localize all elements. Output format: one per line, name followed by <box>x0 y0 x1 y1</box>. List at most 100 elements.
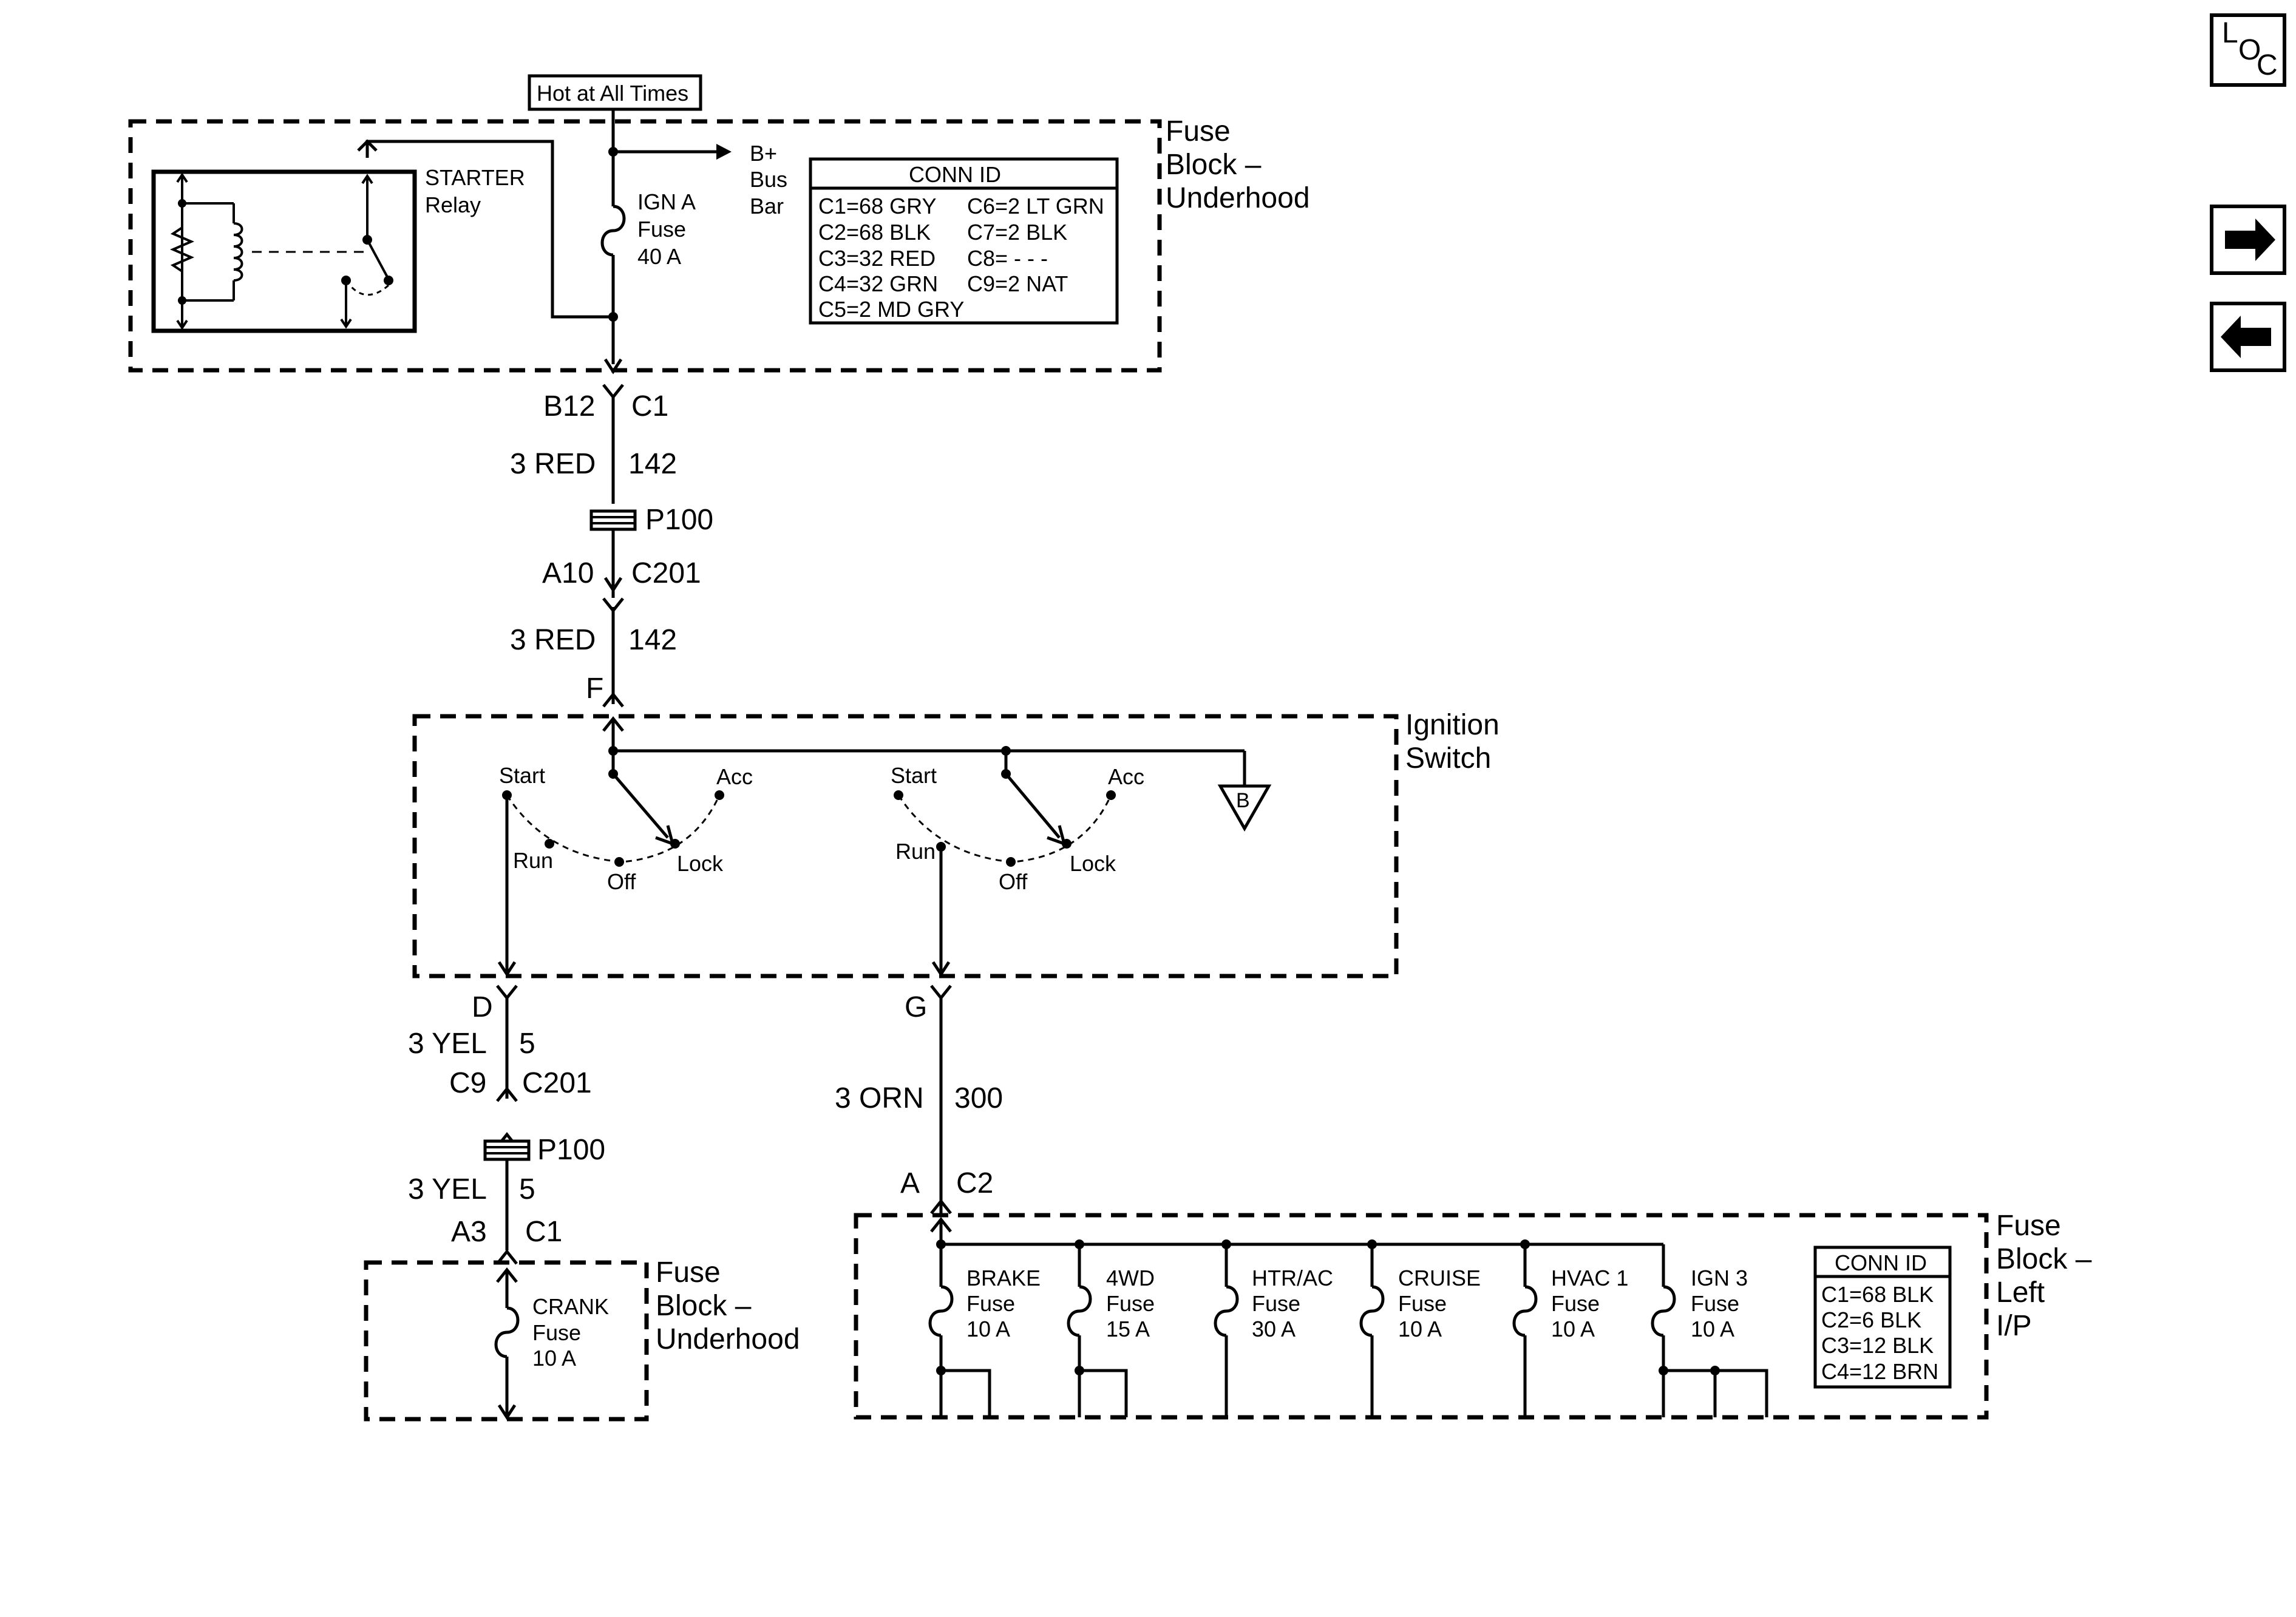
conn-id-right-2: C7=2 BLK <box>967 220 1067 245</box>
left-lock-label: Lock <box>677 851 724 876</box>
crank-block-title-line2: Block – <box>656 1290 752 1322</box>
brake-fuse: BRAKE Fuse 10 A <box>930 1239 1041 1417</box>
hot-at-all-times-label: Hot at All Times <box>528 74 702 111</box>
cruise-fuse-name: CRUISE <box>1398 1266 1481 1290</box>
p100-label-crank: P100 <box>537 1134 605 1166</box>
4wd-fuse: 4WD Fuse 15 A <box>1068 1239 1155 1417</box>
htr-ac-fuse: HTR/AC Fuse 30 A <box>1215 1239 1333 1417</box>
splice-p100-main <box>591 511 635 529</box>
hvac-1-fuse-rating: 10 A <box>1551 1317 1595 1341</box>
conn-id-left-5: C5=2 MD GRY <box>818 297 964 322</box>
crank-fuse-icon <box>496 1308 518 1357</box>
ign-3-fuse: IGN 3 Fuse 10 A <box>1652 1244 1768 1417</box>
conn-id-right-4: C9=2 NAT <box>967 271 1068 296</box>
next-page-button[interactable] <box>2210 205 2286 275</box>
right-start-label: Start <box>891 763 937 788</box>
ip-block-title-line1: Fuse <box>1996 1210 2061 1242</box>
htr-ac-fuse-rating: 30 A <box>1252 1317 1296 1341</box>
brake-fuse-name: BRAKE <box>966 1266 1041 1290</box>
conn-id-ip-2: C2=6 BLK <box>1821 1307 1921 1332</box>
svg-text:Hot at All Times: Hot at All Times <box>537 81 688 106</box>
left-arrow-icon <box>2221 316 2271 358</box>
pin-c9-label: C9 <box>449 1067 486 1099</box>
left-off-label: Off <box>607 869 636 894</box>
left-acc-label: Acc <box>716 764 753 789</box>
fuse-block-underhood-top: Fuse Block – Underhood <box>128 115 1310 373</box>
previous-page-button[interactable] <box>2210 302 2286 372</box>
ign-3-fuse-label: Fuse <box>1691 1291 1739 1316</box>
wire-5-label: 5 <box>519 1028 535 1060</box>
brake-fuse-label: Fuse <box>966 1291 1015 1316</box>
ignition-title-line2: Switch <box>1405 742 1491 775</box>
wire-3-red-label: 3 RED <box>510 448 596 480</box>
right-arrow-icon <box>2225 219 2275 261</box>
pin-a-label: A <box>900 1167 920 1199</box>
conn-id-left-1: C1=68 GRY <box>818 194 936 219</box>
bus-bar-label-line2: Bus <box>750 167 787 192</box>
4wd-fuse-icon <box>1068 1287 1090 1335</box>
conn-id-left-4: C4=32 GRN <box>818 271 938 296</box>
wire-142-label: 142 <box>628 448 677 480</box>
conn-id-right-3: C8= - - - <box>967 246 1048 271</box>
wire-5-label-2: 5 <box>519 1173 535 1205</box>
brake-fuse-rating: 10 A <box>966 1317 1010 1341</box>
ignition-switch: Ignition Switch B Start Acc Run Off Lock <box>412 709 1500 978</box>
loc-letter-c: C <box>2257 49 2278 81</box>
conn-c1-label: C1 <box>631 390 668 422</box>
wire-3-orn-label: 3 ORN <box>835 1082 924 1114</box>
wire-3-yel-label-2: 3 YEL <box>408 1173 487 1205</box>
4wd-fuse-label: Fuse <box>1106 1291 1155 1316</box>
crank-fuse-label-line1: CRANK <box>532 1294 609 1319</box>
p100-label-main: P100 <box>645 504 713 536</box>
ign-a-fuse-label-line1: IGN A <box>637 189 696 214</box>
hvac-1-fuse-icon <box>1514 1287 1536 1335</box>
ground-ref-b: B <box>1236 789 1250 812</box>
ign-3-fuse-icon <box>1652 1287 1674 1335</box>
fuse-block-title-line1: Fuse <box>1166 115 1231 147</box>
cruise-fuse: CRUISE Fuse 10 A <box>1361 1239 1481 1417</box>
ign-3-fuse-rating: 10 A <box>1691 1317 1734 1341</box>
4wd-fuse-name: 4WD <box>1106 1266 1155 1290</box>
fuse-block-title-line3: Underhood <box>1166 182 1310 214</box>
pin-a3-label: A3 <box>451 1216 487 1248</box>
4wd-fuse-rating: 15 A <box>1106 1317 1150 1341</box>
left-start-label: Start <box>499 763 545 788</box>
conn-id-table-top: CONN ID C1=68 GRY C2=68 BLK C3=32 RED C4… <box>809 157 1119 325</box>
hvac-1-fuse-label: Fuse <box>1551 1291 1600 1316</box>
conn-c201-label-main: C201 <box>631 557 701 589</box>
ignition-title-line1: Ignition <box>1405 709 1500 741</box>
pin-a10-label: A10 <box>542 557 594 589</box>
right-acc-label: Acc <box>1108 764 1144 789</box>
pin-f-label: F <box>586 673 603 705</box>
fuse-block-left-ip: Fuse Block – Left I/P BRAKE Fuse 10 A 4W… <box>854 1210 2092 1420</box>
bus-bar-label-line3: Bar <box>750 194 784 219</box>
conn-id-title-ip: CONN ID <box>1835 1250 1927 1275</box>
bus-bar-label-line1: B+ <box>750 141 777 166</box>
conn-id-ip-1: C1=68 BLK <box>1821 1282 1934 1307</box>
ign-3-fuse-name: IGN 3 <box>1691 1266 1748 1290</box>
cruise-fuse-icon <box>1361 1287 1383 1335</box>
ign-a-fuse-label-line2: Fuse <box>637 217 686 242</box>
brake-fuse-icon <box>930 1287 952 1335</box>
htr-ac-fuse-label: Fuse <box>1252 1291 1300 1316</box>
right-off-label: Off <box>999 869 1028 894</box>
wire-3-yel-label: 3 YEL <box>408 1028 487 1060</box>
pin-d-label: D <box>472 991 493 1023</box>
conn-c201-label-crank: C201 <box>522 1067 592 1099</box>
left-run-label: Run <box>513 848 553 873</box>
pin-b12-label: B12 <box>543 390 595 422</box>
loc-letter-o: O <box>2238 34 2261 66</box>
conn-id-ip-4: C4=12 BRN <box>1821 1359 1938 1384</box>
starter-relay-label-line2: Relay <box>425 192 481 217</box>
conn-id-left-3: C3=32 RED <box>818 246 936 271</box>
right-run-label: Run <box>895 839 936 864</box>
fuse-block-title-line2: Block – <box>1166 149 1262 181</box>
wire-142-label-2: 142 <box>628 624 677 656</box>
hvac-1-fuse-name: HVAC 1 <box>1551 1266 1628 1290</box>
cruise-fuse-rating: 10 A <box>1398 1317 1442 1341</box>
ign-a-fuse-label-line3: 40 A <box>637 244 681 269</box>
loc-letter-l: L <box>2222 17 2238 49</box>
loc-button[interactable]: L O C <box>2210 13 2286 87</box>
hvac-1-fuse: HVAC 1 Fuse 10 A <box>1514 1239 1628 1417</box>
